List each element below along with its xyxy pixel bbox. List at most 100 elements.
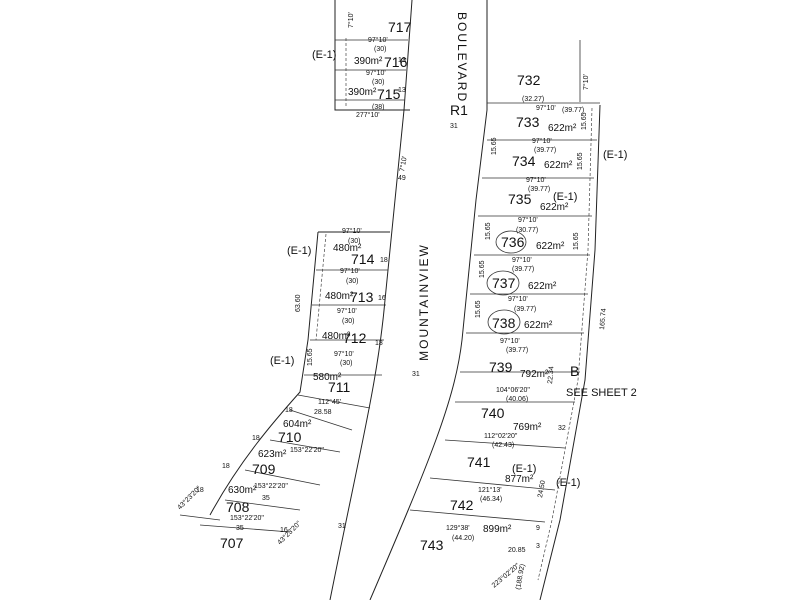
lot-area: 390m² xyxy=(348,87,377,98)
distance-label: 15.65 xyxy=(307,348,314,366)
lot-number: 734 xyxy=(512,153,536,169)
bearing-label: 43°23'20" xyxy=(176,484,203,511)
distance-label: (39.77) xyxy=(534,147,556,154)
distance-label: (40.06) xyxy=(506,396,528,403)
easement-tag: (E-1) xyxy=(312,49,336,61)
easement-tag: (E-1) xyxy=(553,191,577,203)
bearing-label: 7°10' xyxy=(347,12,355,28)
distance-label: 165.74 xyxy=(599,308,608,330)
distance-label: 18 xyxy=(196,487,204,494)
lot-area: 623m² xyxy=(258,449,287,460)
block-717-boundary xyxy=(334,0,410,111)
bearing-label: 97°10' xyxy=(342,227,362,235)
lot-area: 899m² xyxy=(483,524,512,535)
lot-number: 715 xyxy=(377,86,401,102)
easement-line-714 xyxy=(315,233,327,341)
distance-label: 13 xyxy=(398,57,406,64)
distance-label: 28.58 xyxy=(314,409,332,416)
distance-label: 3 xyxy=(536,543,540,550)
bearing-label: 104°06'20" xyxy=(496,386,530,394)
lot-area: 390m² xyxy=(354,56,383,67)
bearing-label: 153°22'20" xyxy=(230,514,264,522)
distance-label: 35 xyxy=(262,495,270,502)
lot-number: 741 xyxy=(467,454,491,470)
lot-number: 716 xyxy=(384,54,408,70)
bearing-label: 97°10' xyxy=(337,307,357,315)
lot-area: 630m² xyxy=(228,485,257,496)
distance-label: 18 xyxy=(285,407,293,414)
bearing-label: 121°13' xyxy=(478,486,502,494)
distance-label: (188.92) xyxy=(515,563,526,590)
distance-label: 63.60 xyxy=(295,294,302,312)
distance-label: 18 xyxy=(375,340,383,347)
bearing-label: 97°10' xyxy=(366,69,386,77)
lot-number: 738 xyxy=(492,315,516,331)
distance-label: 31 xyxy=(412,371,420,378)
lot-number: 712 xyxy=(343,330,367,346)
bearing-label: 277°10' xyxy=(356,111,380,119)
lot-area: 622m² xyxy=(524,320,553,331)
distance-label: 13 xyxy=(398,87,406,94)
distance-label: 15.65 xyxy=(491,137,498,155)
distance-label: (30) xyxy=(342,318,354,325)
lot-number: 710 xyxy=(278,429,302,445)
lot-number: 717 xyxy=(388,19,412,35)
lots-left-rear xyxy=(209,231,319,516)
lot-number: 707 xyxy=(220,535,244,551)
lot-number: 732 xyxy=(517,72,541,88)
easement-tag: (E-1) xyxy=(603,149,627,161)
distance-label: (38) xyxy=(372,104,384,111)
bearing-label: 97°10' xyxy=(526,176,546,184)
distance-label: 15.65 xyxy=(485,222,492,240)
lot-number: 739 xyxy=(489,359,513,375)
bearing-label: 97°10' xyxy=(532,137,552,145)
bearing-label: 7°10' xyxy=(582,74,590,90)
bearing-label: 97°10' xyxy=(500,337,520,345)
lot-number: 735 xyxy=(508,191,532,207)
bearing-label: 112°02'20" xyxy=(484,432,518,440)
lot-number: 742 xyxy=(450,497,474,513)
lot-number: 711 xyxy=(328,379,351,395)
easement-line-east xyxy=(537,107,593,581)
bearing-label: 129°38' xyxy=(446,524,470,532)
lot-area: 580m² xyxy=(313,372,342,383)
lot-number: 714 xyxy=(351,251,375,267)
lot-number: 709 xyxy=(252,461,276,477)
lot-area: 622m² xyxy=(544,160,573,171)
distance-label: 18 xyxy=(252,435,260,442)
lot-area: 622m² xyxy=(540,202,569,213)
road-label-b: B xyxy=(570,363,579,379)
lot-area: 622m² xyxy=(528,281,557,292)
distance-label: (30) xyxy=(374,46,386,53)
distance-label: 31 xyxy=(450,123,458,130)
distance-label: 31 xyxy=(338,523,346,530)
lot-number: 740 xyxy=(481,405,505,421)
easement-tag: (E-1) xyxy=(512,463,536,475)
lot-area: 792m² xyxy=(520,369,549,380)
lot-number: 713 xyxy=(350,289,374,305)
bearing-label: 97°10' xyxy=(508,295,528,303)
lot-area: 480m² xyxy=(333,243,362,254)
distance-label: (30.77) xyxy=(516,227,538,234)
distance-label: (39.77) xyxy=(506,347,528,354)
distance-label: 18 xyxy=(222,463,230,470)
distance-label: 15.65 xyxy=(479,260,486,278)
lot-area: 622m² xyxy=(548,123,577,134)
distance-label: (42.43) xyxy=(492,442,514,449)
distance-label: 49 xyxy=(398,175,406,182)
distance-label: 35 xyxy=(236,525,244,532)
lot-area: 480m² xyxy=(325,291,354,302)
distance-label: (46.34) xyxy=(480,496,502,503)
bearing-label: 97°10' xyxy=(368,36,388,44)
distance-label: 18 xyxy=(380,257,388,264)
distance-label: 32 xyxy=(558,425,566,432)
bearing-label: 7°10' xyxy=(398,155,409,172)
distance-label: (44.20) xyxy=(452,535,474,542)
distance-label: (30) xyxy=(346,278,358,285)
easement-tag: (E-1) xyxy=(270,355,294,367)
distance-label: (39.77) xyxy=(528,186,550,193)
distance-label: (32.27) xyxy=(522,96,544,103)
distance-label: (39.77) xyxy=(562,107,584,114)
distance-label: (30) xyxy=(372,79,384,86)
